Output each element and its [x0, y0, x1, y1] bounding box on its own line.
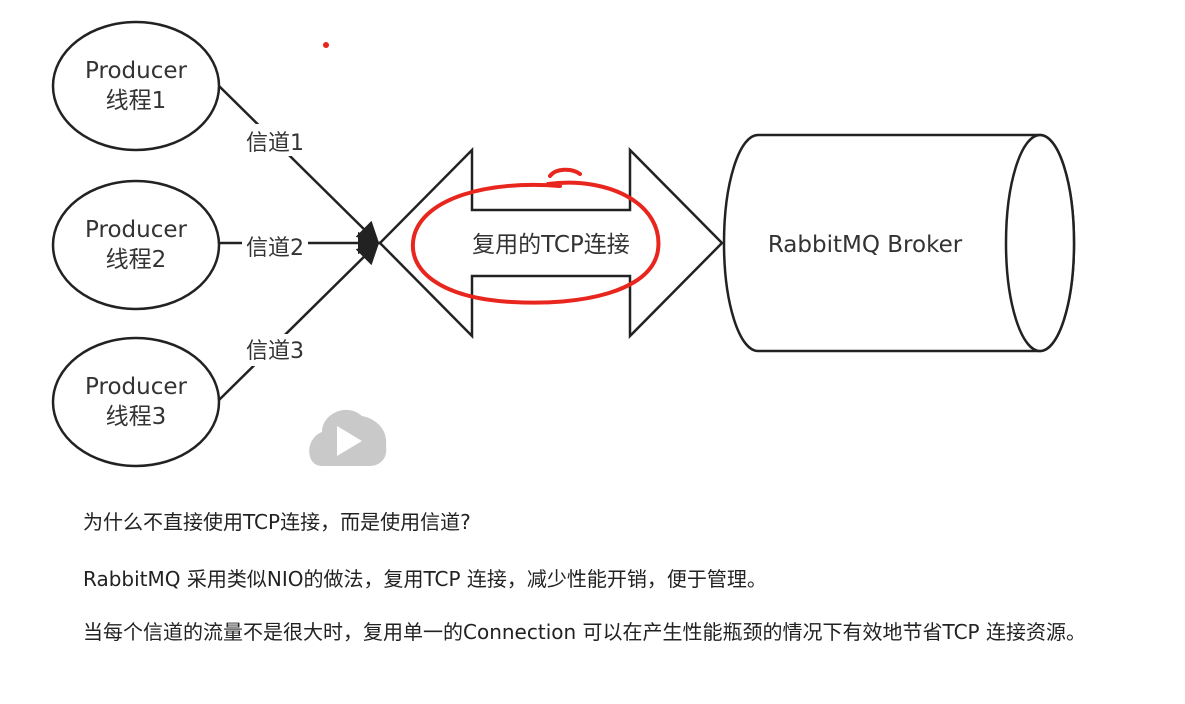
broker-label: RabbitMQ Broker: [768, 232, 963, 258]
channel-2-label: 信道2: [246, 236, 304, 261]
producer-node-2: Producer 线程2: [51, 179, 221, 311]
question-paragraph: 为什么不直接使用TCP连接，而是使用信道?: [83, 510, 471, 534]
producer-3-thread: 线程3: [106, 404, 167, 430]
tcp-channel-diagram: Producer 线程1 Producer 线程2 Producer 线程3 信…: [51, 20, 1076, 468]
producer-2-thread: 线程2: [106, 247, 167, 273]
producer-node-1: Producer 线程1: [51, 20, 221, 152]
producer-3-title: Producer: [85, 374, 187, 400]
channel-3-label: 信道3: [246, 339, 304, 364]
channel-1-label: 信道1: [246, 131, 304, 156]
cloud-play-icon[interactable]: [309, 409, 387, 466]
red-annotation-tick: [548, 167, 582, 178]
producer-2-title: Producer: [85, 217, 187, 243]
red-annotation-circle: [410, 180, 661, 305]
red-dot: [323, 42, 329, 48]
channel-1-arrow: [218, 85, 380, 245]
producer-1-thread: 线程1: [106, 88, 167, 114]
channel-3-arrow: [218, 241, 380, 401]
answer-paragraph-1: RabbitMQ 采用类似NIO的做法，复用TCP 连接，减少性能开销，便于管理…: [83, 567, 767, 591]
tcp-connection-label: 复用的TCP连接: [472, 232, 630, 258]
answer-paragraph-2: 当每个信道的流量不是很大时，复用单一的Connection 可以在产生性能瓶颈的…: [83, 620, 1086, 644]
producer-node-3: Producer 线程3: [51, 336, 221, 468]
broker-cylinder: RabbitMQ Broker: [722, 133, 1076, 353]
producer-1-title: Producer: [85, 58, 187, 84]
